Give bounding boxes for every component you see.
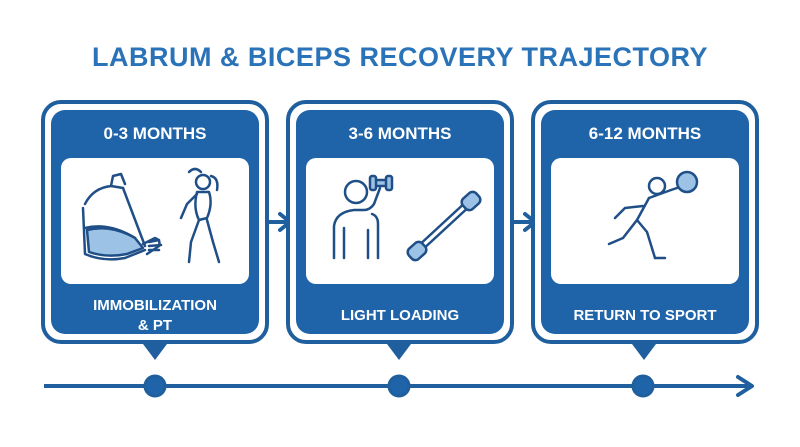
stage-2-label: LIGHT LOADING [340, 307, 460, 324]
stage-card-2: 3-6 MONTHS LIGH [286, 100, 514, 344]
stage-1-label: IMMOBILIZATION & PT [93, 297, 217, 334]
running-athlete-ball-icon [607, 170, 699, 260]
timeline-dot-3 [631, 374, 655, 398]
stage-2-illustration [306, 158, 494, 284]
stage-2-period: 3-6 MONTHS [348, 124, 452, 143]
timeline-dot-1 [143, 374, 167, 398]
stage-3-illustration [551, 158, 739, 284]
arm-sling-icon [81, 167, 221, 264]
stage-1-illustration [61, 158, 249, 284]
resistance-band-icon [406, 190, 482, 262]
stage-3-pointer [632, 344, 656, 360]
stage-card-1-body: 0-3 MONTHS [51, 110, 259, 334]
stage-3-label: RETURN TO SPORT [573, 307, 717, 324]
timeline-dot-2 [387, 374, 411, 398]
stage-card-2-body: 3-6 MONTHS LIGH [296, 110, 504, 334]
stage-1-period: 0-3 MONTHS [103, 124, 207, 143]
diagram-title: LABRUM & BICEPS RECOVERY TRAJECTORY [91, 42, 709, 72]
stage-card-3-body: 6-12 MONTHS RETURN TO SPORT [541, 110, 749, 334]
stage-card-3: 6-12 MONTHS RETURN TO SPORT [531, 100, 759, 344]
stretching-person-icon [179, 167, 221, 264]
stage-3-period: 6-12 MONTHS [588, 124, 702, 143]
timeline-arrowhead [736, 375, 754, 397]
stage-card-1: 0-3 MONTHS [41, 100, 269, 344]
person-dumbbell-icon [332, 174, 482, 262]
stage-1-pointer [143, 344, 167, 360]
stage-2-pointer [387, 344, 411, 360]
